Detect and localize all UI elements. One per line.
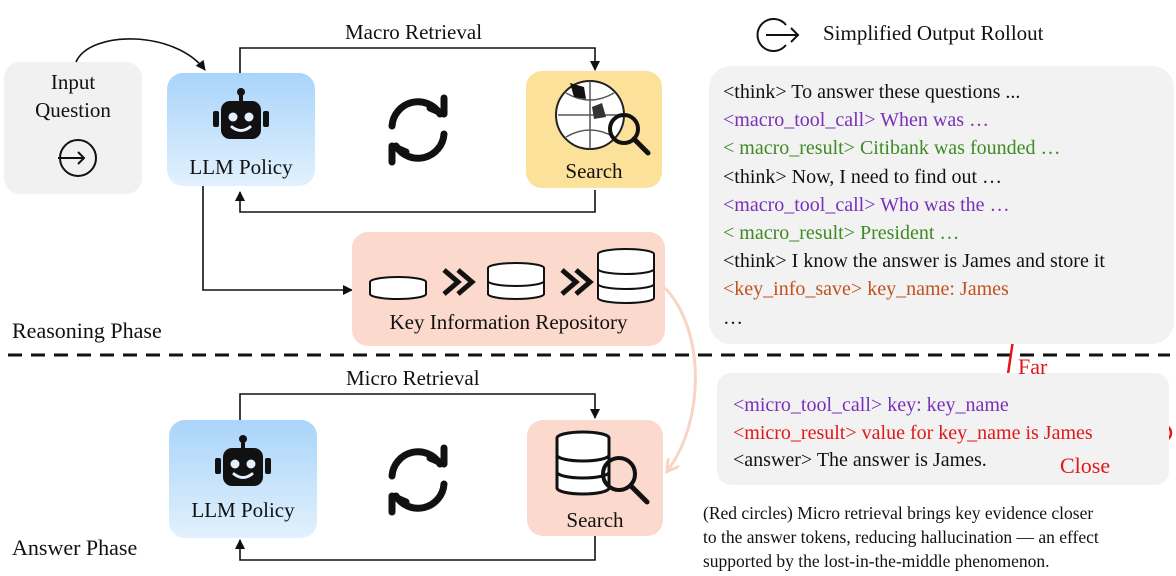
- rollout-line: …: [723, 306, 743, 329]
- rollout-line: <think> I know the answer is James and s…: [723, 250, 1105, 273]
- input-label-line2: Question: [35, 98, 111, 122]
- repo-label: Key Information Repository: [389, 310, 628, 334]
- llm-label: LLM Policy: [191, 498, 295, 522]
- rollout-line: <answer> The answer is James.: [733, 449, 987, 471]
- far-label: Far: [1018, 354, 1048, 379]
- caption-line-3: supported by the lost-in-the-middle phen…: [703, 551, 1050, 571]
- rollout-reasoning-panel: <think> To answer these questions ... <ma…: [709, 66, 1174, 344]
- robot-icon: [213, 88, 269, 139]
- database-search-icon: [555, 430, 650, 505]
- rollout-answer-panel: <micro_tool_call> key: key_name <micro_re…: [717, 373, 1169, 485]
- database-progression-icon: [369, 248, 655, 304]
- key-search-label: Search: [566, 508, 624, 532]
- key-search-box: Search: [527, 420, 663, 536]
- refresh-icon: [388, 94, 448, 166]
- robot-icon: [215, 435, 271, 486]
- rollout-line: <micro_tool_call> key: key_name: [733, 394, 1009, 416]
- llm-to-repo-arrow: [202, 186, 353, 295]
- wikipedia-globe-search-icon: [555, 80, 651, 156]
- rollout-line: <macro_tool_call> Who was the …: [723, 193, 1010, 216]
- rollout-legend: Simplified Output Rollout: [748, 15, 1088, 55]
- close-label: Close: [1060, 453, 1111, 478]
- micro-retrieval-label: Micro Retrieval: [346, 366, 480, 390]
- wiki-search-box: Search: [526, 71, 662, 188]
- caption-line-1: (Red circles) Micro retrieval brings key…: [703, 503, 1094, 523]
- input-label-line1: Input: [50, 70, 96, 94]
- macro-retrieval-top-line: [239, 47, 600, 73]
- rollout-line: <micro_result> value for key_name is Jam…: [733, 421, 1093, 444]
- rollout-line: <think> Now, I need to find out …: [723, 165, 1003, 188]
- input-question-box: Input Question: [4, 62, 142, 194]
- rollout-line: <macro_tool_call> When was …: [723, 109, 990, 132]
- macro-retrieval-label: Macro Retrieval: [345, 20, 483, 44]
- rollout-line: <key_info_save> key_name: James: [723, 278, 1009, 301]
- enter-circle-icon: [58, 139, 97, 177]
- micro-return-line: [235, 536, 596, 561]
- repo-to-search-arrow: [663, 286, 697, 470]
- answer-phase-label: Answer Phase: [12, 535, 138, 560]
- arrow-circle-icon: [756, 18, 800, 52]
- llm-policy-box-answer: LLM Policy: [169, 420, 317, 538]
- llm-label: LLM Policy: [189, 155, 293, 179]
- input-to-llm-arrow: [75, 38, 206, 71]
- legend-text: Simplified Output Rollout: [823, 21, 1044, 45]
- micro-retrieval-top-line: [239, 393, 600, 420]
- llm-policy-box-reasoning: LLM Policy: [167, 73, 315, 186]
- rollout-line: <think> To answer these questions ...: [723, 81, 1021, 103]
- wiki-search-label: Search: [565, 159, 623, 183]
- reasoning-phase-label: Reasoning Phase: [12, 318, 162, 343]
- refresh-icon: [388, 444, 448, 516]
- caption-line-2: to the answer tokens, reducing hallucina…: [703, 527, 1099, 547]
- macro-return-line: [235, 190, 596, 213]
- rollout-line: < macro_result> Citibank was founded …: [723, 137, 1061, 160]
- rollout-line: < macro_result> President …: [723, 222, 960, 244]
- key-info-repository-box: Key Information Repository: [352, 232, 665, 346]
